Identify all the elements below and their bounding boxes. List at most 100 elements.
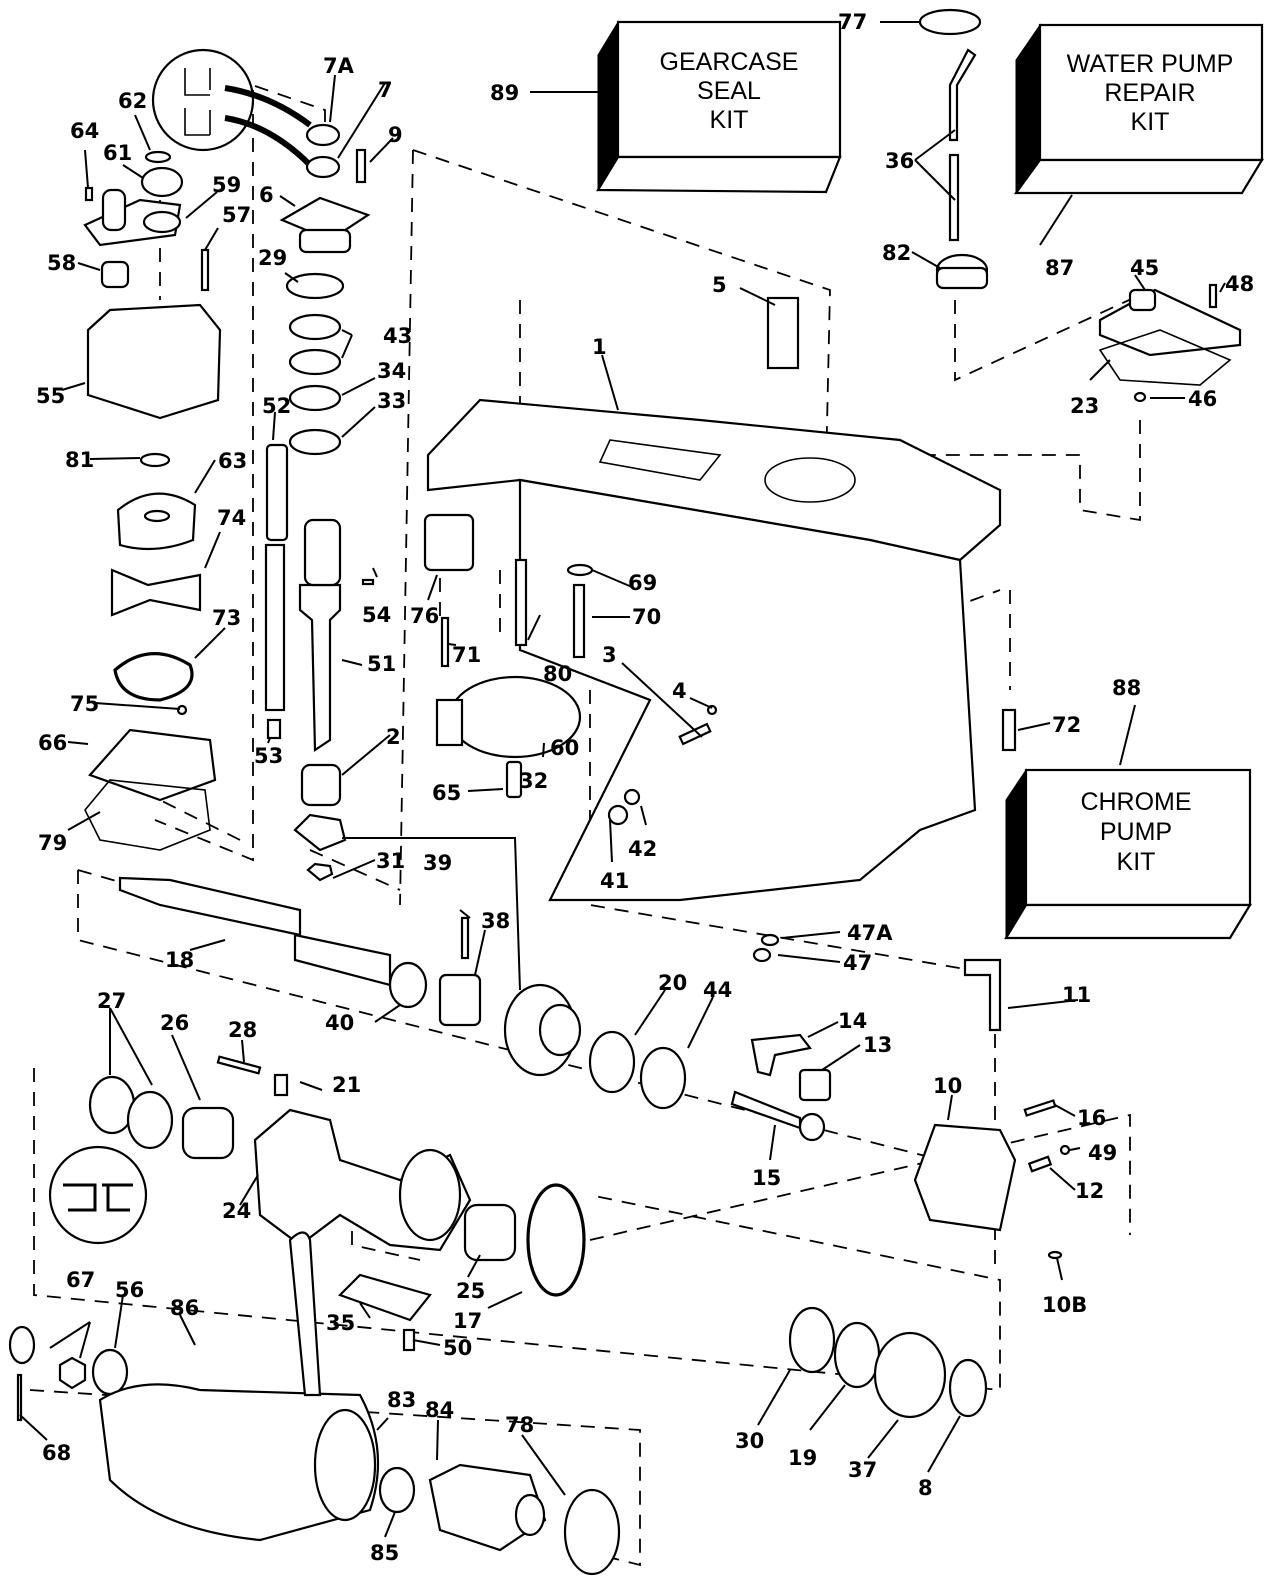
part-shift-housing-10 [913,1123,1017,1232]
part-bearing-26 [181,1106,235,1160]
part-shim-44 [639,1046,687,1110]
callout-15: 15 [752,1166,781,1190]
assembly-lines [29,85,1141,1567]
kit-line: KIT [1131,108,1170,136]
part-spring-12 [1027,1155,1053,1173]
part-nut-46 [1133,391,1147,403]
callout-66: 66 [38,731,67,755]
callout-74: 74 [217,506,246,530]
part-gasket-79 [84,779,211,851]
callout-33: 33 [377,389,406,413]
callout-51: 51 [367,652,396,676]
callout-37: 37 [848,1458,877,1482]
part-nut-67 [58,1356,87,1390]
part-plug-47 [752,947,772,963]
part-bearing-25 [463,1203,517,1262]
part-impeller-74 [110,568,202,617]
callout-87: 87 [1045,256,1074,280]
part-cotter-pin-68 [16,1373,23,1422]
part-spacer-56 [91,1348,129,1396]
seal-detail-inset [151,48,313,168]
part-screw-72 [1001,708,1017,752]
callout-40: 40 [325,1011,354,1035]
callout-49: 49 [1088,1141,1117,1165]
callout-7a: 7A [323,54,355,78]
part-shim-43 [288,348,342,376]
callout-24: 24 [222,1199,251,1223]
part-screw-48 [1208,283,1218,309]
callout-86: 86 [170,1296,199,1320]
part-ball-49 [1059,1144,1071,1156]
part-housing-55 [86,303,222,420]
part-retainer-21 [273,1073,289,1097]
callout-57: 57 [222,203,251,227]
callout-13: 13 [863,1033,892,1057]
callout-31: 31 [376,849,405,873]
part-seal-73 [113,652,194,702]
part-screw-64 [84,186,94,202]
seal-detail-inset-27 [48,1145,148,1245]
callout-78: 78 [505,1413,534,1437]
part-pump-housing-45 [1098,288,1242,357]
part-screw-70 [572,583,586,659]
callout-48: 48 [1225,272,1254,296]
part-anode-76 [423,513,475,572]
part-oring-81 [139,452,171,468]
callout-35: 35 [326,1311,355,1335]
callout-36: 36 [885,149,914,173]
callout-11: 11 [1062,983,1091,1007]
callout-65: 65 [432,781,461,805]
callout-23: 23 [1070,394,1099,418]
callout-70: 70 [632,605,661,629]
part-oring-17 [526,1183,586,1297]
part-washer-47a [760,933,780,947]
part-detent-13 [798,1068,832,1102]
part-grommet-61 [140,166,184,198]
part-screw-28 [216,1055,262,1075]
callout-71: 71 [452,643,481,667]
callout-8: 8 [918,1476,933,1500]
callout-47: 47 [843,951,872,975]
part-oring-29 [285,272,345,300]
part-driveshaft-52-lower [264,543,286,712]
callout-21: 21 [332,1073,361,1097]
kit-line: KIT [1117,848,1156,876]
part-cradle-14 [750,1033,812,1077]
part-pin-10b [1047,1250,1063,1260]
callout-9: 9 [388,123,403,147]
callout-76: 76 [410,604,439,628]
callout-32: 32 [519,769,548,793]
callout-43: 43 [383,324,412,348]
callout-5: 5 [712,273,727,297]
callout-19: 19 [788,1446,817,1470]
callout-27: 27 [97,989,126,1013]
part-nut-31 [306,862,334,882]
callout-54: 54 [362,603,391,627]
part-bearing-33 [288,428,342,456]
callout-44: 44 [703,978,732,1002]
part-screw-65 [505,760,523,799]
part-cover-78 [563,1488,621,1576]
kit-line: KIT [710,106,749,134]
part-cap-77 [918,8,982,36]
callout-61: 61 [103,141,132,165]
kit-box-chrome-pump: CHROME PUMP KIT [1004,768,1252,940]
callout-46: 46 [1188,387,1217,411]
part-pinion-shaft-51 [298,583,342,753]
part-screw-71 [440,616,450,668]
callout-26: 26 [160,1011,189,1035]
callout-80: 80 [543,662,572,686]
callout-38: 38 [481,909,510,933]
callout-45: 45 [1130,256,1159,280]
callout-88: 88 [1112,676,1141,700]
callout-30: 30 [735,1429,764,1453]
callout-16: 16 [1077,1106,1106,1130]
callout-81: 81 [65,448,94,472]
callout-10: 10 [933,1074,962,1098]
part-screw-80 [514,558,528,647]
part-seal-7a [305,123,341,147]
callout-39: 39 [423,851,452,875]
kit-line: CHROME [1080,788,1191,816]
part-bushing-85 [378,1466,416,1514]
